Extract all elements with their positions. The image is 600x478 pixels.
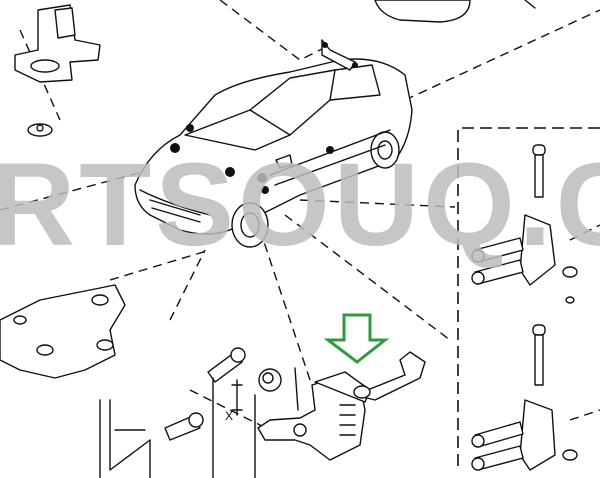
bolts xyxy=(164,347,299,478)
hinge-detail-box xyxy=(457,127,600,471)
handle-part-top xyxy=(374,0,536,23)
hinge-part-top-left xyxy=(14,4,101,137)
down-arrow-icon xyxy=(323,313,390,364)
door-check-strap xyxy=(257,351,426,461)
hinge-bracket-bottom-left xyxy=(0,284,151,478)
car-illustration xyxy=(134,39,413,248)
watermark: RTSOUQ.C xyxy=(0,139,600,271)
dimension-label-x: X xyxy=(225,409,233,423)
leader-lines xyxy=(0,0,600,431)
